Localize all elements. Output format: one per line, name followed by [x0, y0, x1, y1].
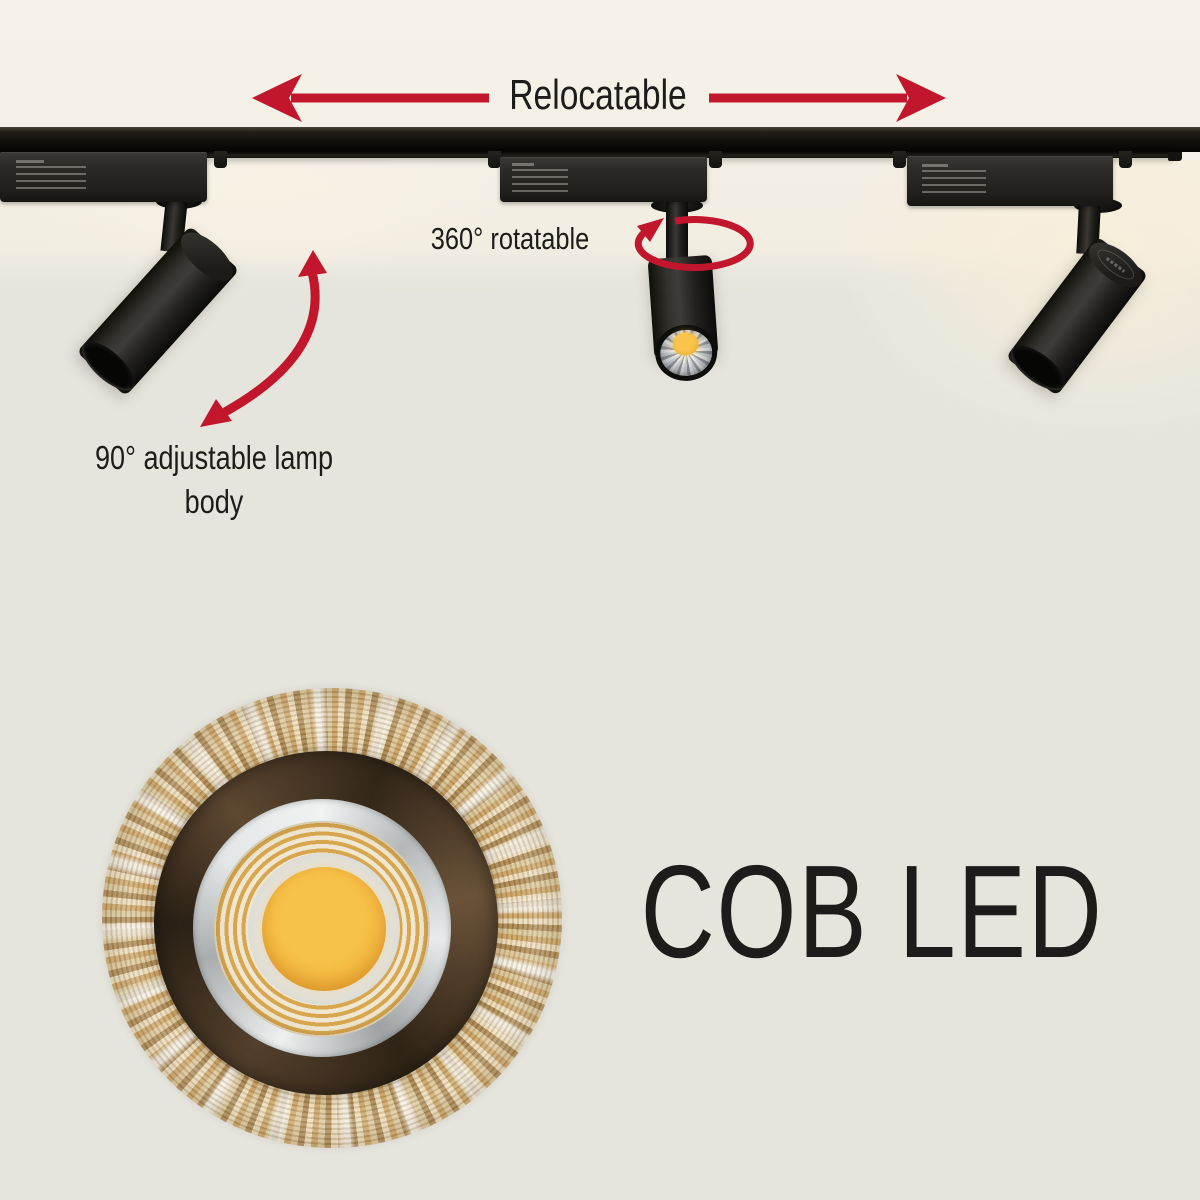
rotatable-label: 360° rotatable	[430, 221, 590, 256]
track-rail-lip	[0, 152, 1174, 158]
track-adapter-box	[500, 157, 707, 202]
track-rail-endcap	[1168, 152, 1182, 161]
adjustable-label-line1: 90° adjustable lamp	[95, 439, 333, 476]
track-rail	[0, 127, 1200, 152]
mount-clip	[488, 151, 501, 168]
led-chip	[671, 331, 700, 357]
spec-label	[16, 160, 86, 192]
mount-clip	[1119, 151, 1132, 168]
track-adapter-box	[0, 152, 207, 202]
relocatable-label: Relocatable	[509, 71, 687, 118]
mount-clip	[214, 151, 227, 168]
spec-label	[922, 164, 986, 196]
adjustable-label-line2: body	[184, 483, 244, 520]
mount-clip	[709, 151, 722, 168]
wall-warm-highlight-right	[840, 160, 1200, 440]
mount-clip	[893, 151, 906, 168]
track-adapter-box	[907, 156, 1113, 206]
adjustable-label: 90° adjustable lamp body	[95, 436, 333, 524]
spec-label	[512, 163, 568, 193]
cob-led-label: COB LED	[640, 838, 1104, 985]
lamp-body	[647, 254, 720, 383]
cob-chip	[262, 867, 386, 991]
